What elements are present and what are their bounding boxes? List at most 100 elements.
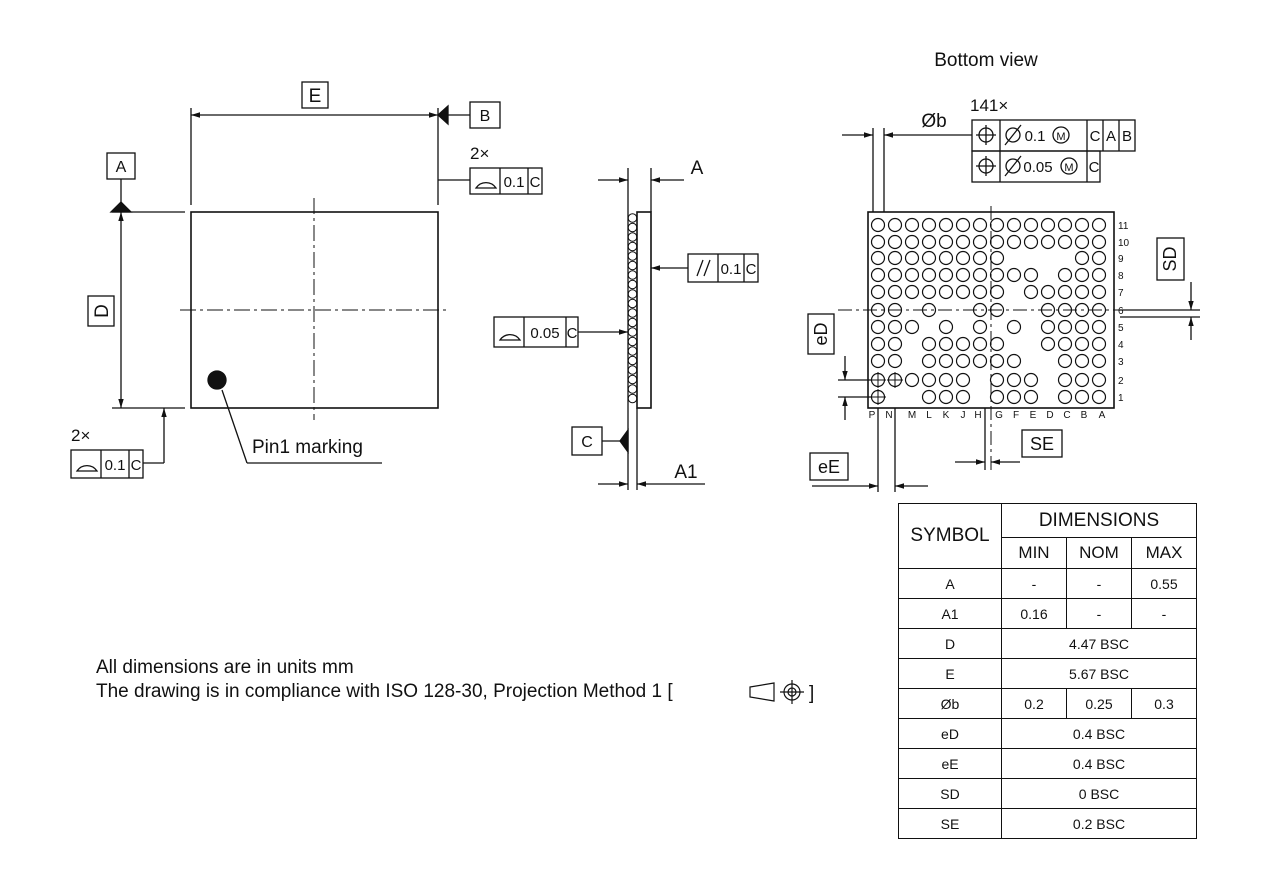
table-row: D 4.47 BSC (898, 628, 1197, 659)
solder-ball (938, 353, 954, 369)
solder-ball (972, 353, 988, 369)
table-row: eE 0.4 BSC (898, 748, 1197, 779)
solder-ball (938, 284, 954, 300)
solder-ball (938, 217, 954, 233)
cell-span: 0 BSC (1001, 778, 1197, 809)
note-units: All dimensions are in units mm (96, 657, 354, 678)
cell-nom: - (1066, 598, 1132, 629)
solder-ball (887, 353, 903, 369)
solder-ball (989, 372, 1005, 388)
solder-ball (989, 234, 1005, 250)
solder-ball (938, 250, 954, 266)
solder-ball (1057, 267, 1073, 283)
solder-ball (1040, 336, 1056, 352)
solder-ball (1040, 302, 1056, 318)
label-D: D (92, 304, 113, 318)
solder-ball (921, 353, 937, 369)
solder-ball (870, 217, 886, 233)
solder-ball (1091, 336, 1107, 352)
solder-ball (870, 267, 886, 283)
solder-ball (989, 250, 1005, 266)
table-header-nom: NOM (1066, 537, 1132, 569)
solder-ball (955, 372, 971, 388)
solder-ball (972, 267, 988, 283)
table-header-dimensions: DIMENSIONS (1001, 503, 1197, 538)
side-body (636, 211, 652, 409)
solder-ball (887, 217, 903, 233)
side-ball (627, 355, 638, 366)
label-2x-top: 2× (470, 144, 489, 163)
label-A-dim: A (691, 158, 704, 179)
solder-ball (955, 234, 971, 250)
row-label: 1 (1118, 393, 1124, 404)
solder-ball (955, 250, 971, 266)
solder-ball (887, 284, 903, 300)
solder-ball (1057, 319, 1073, 335)
side-view (493, 168, 759, 490)
solder-ball (870, 284, 886, 300)
solder-ball (904, 250, 920, 266)
solder-ball (870, 302, 886, 318)
solder-ball (1023, 234, 1039, 250)
parallel-value: 0.1 (721, 261, 742, 278)
solder-ball (1091, 319, 1107, 335)
solder-ball (1057, 336, 1073, 352)
label-A-datum: A (116, 159, 127, 176)
solder-ball (870, 336, 886, 352)
solder-ball (921, 217, 937, 233)
column-label: B (1081, 410, 1088, 421)
solder-ball (972, 336, 988, 352)
solder-ball (1091, 250, 1107, 266)
solder-ball (1074, 336, 1090, 352)
table-row: Øb 0.2 0.25 0.3 (898, 688, 1197, 719)
flat-bottom-ref: C (131, 457, 142, 474)
cell-max: - (1131, 598, 1197, 629)
solder-ball (870, 234, 886, 250)
solder-ball (1057, 234, 1073, 250)
cell-symbol: eE (898, 748, 1002, 779)
solder-ball (955, 267, 971, 283)
solder-ball (1023, 217, 1039, 233)
column-label: G (995, 410, 1003, 421)
solder-ball (955, 353, 971, 369)
solder-ball (989, 389, 1005, 405)
flat-top-value: 0.1 (504, 174, 525, 191)
solder-ball (1074, 302, 1090, 318)
cell-symbol: SD (898, 778, 1002, 809)
label-C-datum: C (581, 434, 593, 451)
row-label: 8 (1118, 271, 1124, 282)
row-label: 2 (1118, 376, 1124, 387)
solder-ball (989, 336, 1005, 352)
label-E: E (309, 86, 322, 107)
pos1-ref-A: A (1106, 128, 1116, 145)
solder-ball (989, 353, 1005, 369)
solder-ball (1091, 389, 1107, 405)
solder-ball (921, 250, 937, 266)
cell-symbol: A1 (898, 598, 1002, 629)
solder-ball (1006, 217, 1022, 233)
label-phi-b: Øb (921, 111, 946, 132)
solder-ball (1057, 353, 1073, 369)
solder-ball (938, 319, 954, 335)
solder-ball (938, 389, 954, 405)
side-ball (627, 384, 638, 394)
solder-ball (1057, 284, 1073, 300)
cell-span: 0.4 BSC (1001, 748, 1197, 779)
solder-ball (904, 284, 920, 300)
cell-nom: - (1066, 568, 1132, 599)
label-B: B (480, 108, 491, 125)
solder-ball (887, 250, 903, 266)
solder-ball (1074, 319, 1090, 335)
solder-ball (1091, 372, 1107, 388)
pos2-mmc: M (1064, 162, 1073, 174)
solder-ball (870, 353, 886, 369)
side-ball (627, 222, 638, 233)
row-label: 5 (1118, 323, 1124, 334)
flat-side-ref: C (567, 325, 578, 342)
side-ball (627, 232, 638, 242)
column-label: P (869, 410, 876, 421)
cell-symbol: eD (898, 718, 1002, 749)
solder-ball (1040, 217, 1056, 233)
